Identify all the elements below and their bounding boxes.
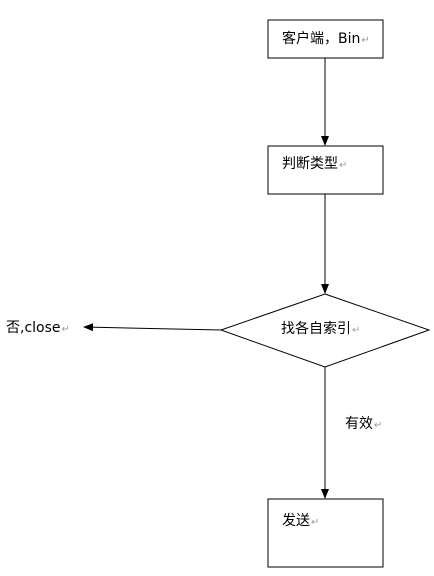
paragraph-mark-icon: ↵ xyxy=(361,35,370,46)
send-box xyxy=(267,498,384,568)
paragraph-mark-icon: ↵ xyxy=(339,160,348,171)
judge-label: 判断类型↵ xyxy=(282,156,348,172)
client-label: 客户端，Bin↵ xyxy=(282,31,370,47)
paragraph-mark-icon: ↵ xyxy=(352,325,361,336)
no-close-label: 否,close↵ xyxy=(6,320,70,336)
client-box xyxy=(267,19,384,59)
find-label: 找各自索引↵ xyxy=(281,321,361,337)
paragraph-mark-icon: ↵ xyxy=(311,517,320,528)
judge-box xyxy=(267,145,384,195)
arrow-find-to-close xyxy=(83,323,222,332)
valid-label: 有效↵ xyxy=(345,416,383,432)
paragraph-mark-icon: ↵ xyxy=(61,324,70,335)
send-label: 发送↵ xyxy=(282,513,320,529)
paragraph-mark-icon: ↵ xyxy=(374,420,383,431)
